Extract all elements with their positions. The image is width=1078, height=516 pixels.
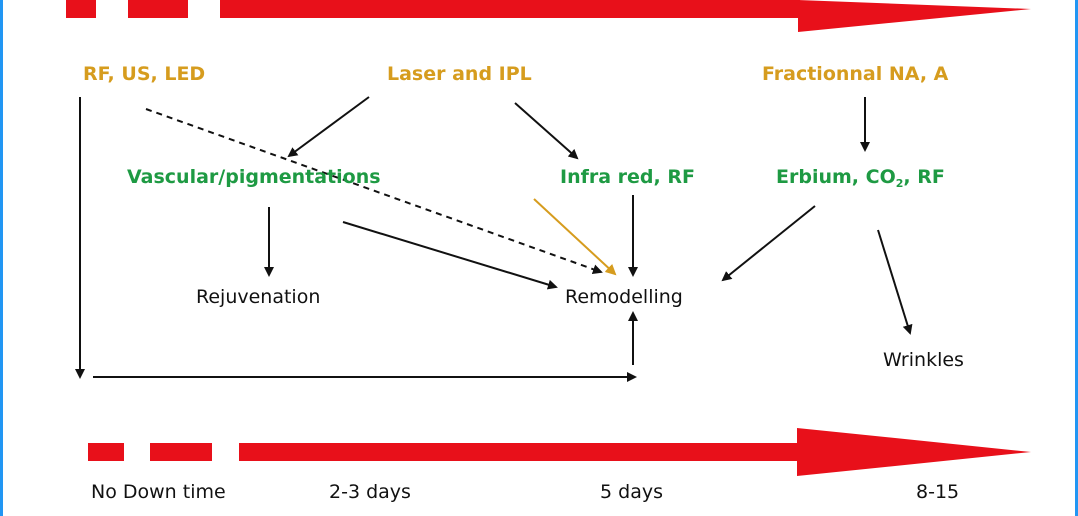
node-laser-ipl: Laser and IPL: [387, 63, 532, 85]
erbium-prefix: Erbium, CO: [776, 166, 896, 188]
node-rf-us-led: RF, US, LED: [83, 63, 206, 85]
bottom-timeline: [88, 428, 1031, 476]
diagram-arrows: [66, 0, 1031, 476]
bottom-timeline-dash-2: [150, 443, 212, 461]
top-timeline-dash-1: [66, 0, 96, 18]
arrow-vascular-to-remodelling: [342, 221, 558, 290]
top-timeline: [66, 0, 1031, 32]
erbium-subscript: 2: [895, 177, 904, 190]
node-vascular-pigmentations: Vascular/pigmentations: [127, 166, 381, 188]
bottom-timeline-arrowhead: [797, 428, 1031, 476]
timeline-label-8-15: 8-15: [916, 481, 960, 503]
top-timeline-arrowhead: [798, 0, 1031, 32]
bottom-timeline-bar: [239, 443, 799, 461]
top-timeline-dash-2: [128, 0, 188, 18]
arrow-erbium-to-wrinkles: [877, 229, 913, 335]
erbium-suffix: , RF: [903, 166, 945, 188]
arrow-laser-to-vascular: [287, 96, 370, 158]
timeline-label-5-days: 5 days: [600, 481, 663, 503]
node-remodelling: Remodelling: [565, 286, 683, 308]
node-wrinkles: Wrinkles: [883, 349, 964, 371]
timeline-label-no-down-time: No Down time: [91, 481, 226, 503]
top-timeline-bar: [220, 0, 800, 18]
arrow-erbium-to-remodelling: [721, 205, 816, 282]
arrow-gold-to-remodelling: [533, 198, 617, 276]
node-fractionnal: Fractionnal NA, A: [762, 63, 949, 85]
bottom-timeline-dash-1: [88, 443, 124, 461]
arrow-laser-to-infrared: [514, 102, 579, 160]
node-erbium-co2-rf: Erbium, CO2, RF: [776, 166, 945, 190]
arrow-rf-dashed-to-remodelling: [145, 108, 603, 275]
node-infra-red-rf: Infra red, RF: [560, 166, 695, 188]
timeline-label-2-3-days: 2-3 days: [329, 481, 411, 503]
node-rejuvenation: Rejuvenation: [196, 286, 321, 308]
